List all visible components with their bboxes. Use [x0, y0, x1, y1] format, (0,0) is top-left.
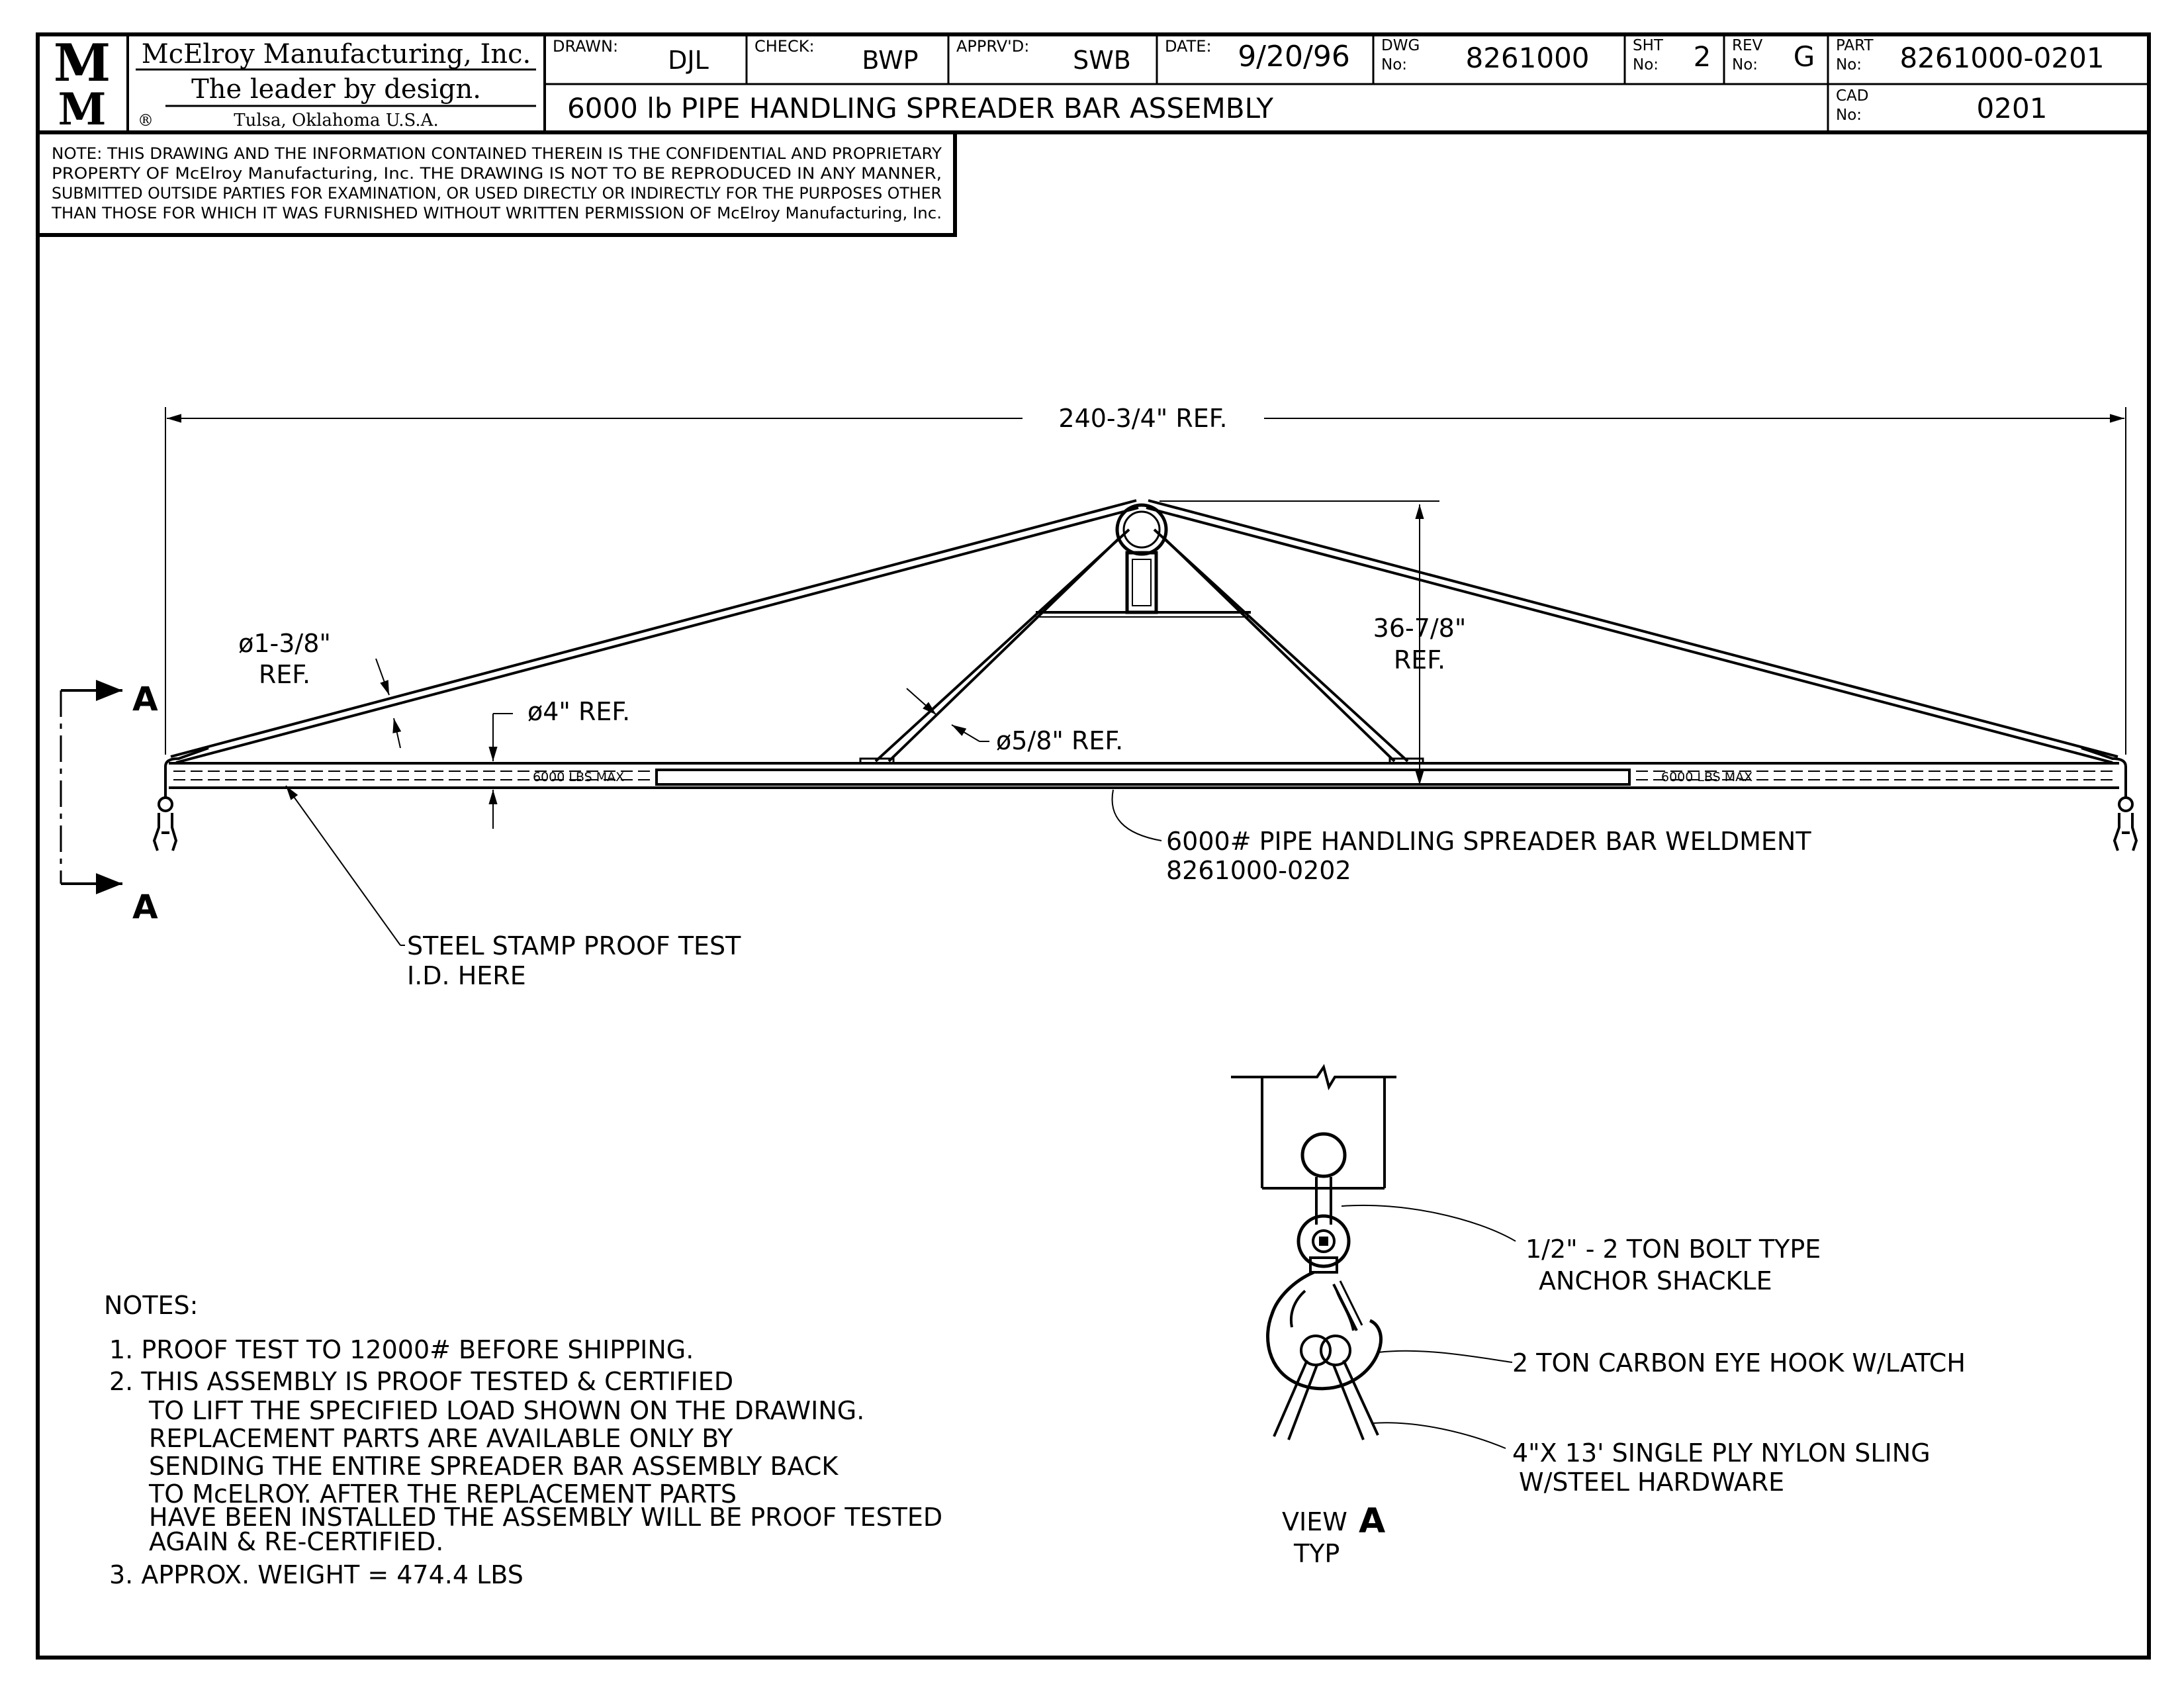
section-mark-top: A [132, 680, 158, 718]
note-line: HAVE BEEN INSTALLED THE ASSEMBLY WILL BE… [149, 1503, 942, 1532]
spreader-bar-elevation: 240-3/4" REF. [60, 404, 2138, 990]
dwg-label: No: [1381, 56, 1407, 73]
confidential-note-line: SUBMITTED OUTSIDE PARTIES FOR EXAMINATIO… [52, 184, 942, 203]
section-cut-a: A A [60, 680, 158, 926]
cad-label: No: [1836, 107, 1862, 124]
note-line: TO LIFT THE SPECIFIED LOAD SHOWN ON THE … [148, 1396, 864, 1425]
weldment-callout: 6000# PIPE HANDLING SPREADER BAR WELDMEN… [1166, 827, 1811, 856]
pipe-diameter-dimension: ø4" REF. [527, 697, 630, 726]
height-dimension-ref: REF. [1394, 645, 1445, 675]
check-label: CHECK: [754, 37, 815, 56]
sheet-label: SHT [1633, 37, 1664, 54]
main-pipe [164, 747, 2127, 789]
drawn-label: DRAWN: [553, 37, 618, 56]
sling-callout-hardware: W/STEEL HARDWARE [1519, 1468, 1784, 1497]
part-number: 8261000-0201 [1899, 42, 2104, 74]
part-label: No: [1836, 56, 1862, 73]
dwg-number: 8261000 [1465, 42, 1589, 74]
confidential-note-line: PROPERTY OF McElroy Manufacturing, Inc. … [52, 164, 942, 183]
company-location: Tulsa, Oklahoma U.S.A. [234, 111, 438, 130]
apprvd-value: SWB [1073, 46, 1131, 75]
notes-heading: NOTES: [104, 1291, 198, 1320]
view-label-typ: TYP [1293, 1539, 1340, 1568]
part-label: PART [1836, 37, 1874, 54]
load-limit-label-right: 6000 LBS MAX [1661, 770, 1752, 784]
company-name: McElroy Manufacturing, Inc. [142, 39, 531, 70]
view-label: VIEW [1282, 1507, 1347, 1536]
note-line: TO McELROY. AFTER THE REPLACEMENT PARTS [148, 1479, 737, 1509]
shackle-callout-type: ANCHOR SHACKLE [1539, 1266, 1772, 1295]
check-value: BWP [862, 46, 918, 75]
anchor-shackle [1297, 1177, 1351, 1274]
overall-length-dimension: 240-3/4" REF. [1058, 404, 1227, 433]
right-end-hook [2113, 788, 2138, 851]
logo-letter: M [58, 83, 106, 135]
left-end-hook [152, 788, 178, 851]
general-notes: NOTES: 1. PROOF TEST TO 12000# BEFORE SH… [104, 1291, 942, 1589]
confidential-note: NOTE: THIS DRAWING AND THE INFORMATION C… [38, 132, 957, 237]
brace-diameter-dimension: ø5/8" REF. [996, 726, 1123, 755]
rev-number: G [1794, 40, 1815, 73]
note-line: SENDING THE ENTIRE SPREADER BAR ASSEMBLY… [149, 1452, 839, 1481]
view-label-letter: A [1359, 1501, 1385, 1541]
company-slogan: The leader by design. [191, 74, 481, 105]
load-limit-label-left: 6000 LBS MAX [533, 770, 624, 784]
logo-letter: M [54, 33, 111, 93]
stamp-callout-location: I.D. HERE [407, 961, 526, 990]
note-line: AGAIN & RE-CERTIFIED. [149, 1527, 443, 1556]
drawn-value: DJL [668, 46, 709, 75]
weldment-part-number: 8261000-0202 [1166, 856, 1351, 885]
dwg-label: DWG [1381, 37, 1420, 54]
section-mark-bottom: A [132, 888, 158, 926]
note-line: 1. PROOF TEST TO 12000# BEFORE SHIPPING. [109, 1335, 694, 1364]
tension-rods [170, 499, 2118, 764]
stamp-callout: STEEL STAMP PROOF TEST [407, 931, 741, 961]
company-logo: M M [45, 33, 119, 135]
eye-hook [1266, 1270, 1383, 1391]
rod-diameter-dimension: ø1-3/8" [238, 629, 331, 658]
sheet-number: 2 [1694, 40, 1711, 73]
hook-callout: 2 TON CARBON EYE HOOK W/LATCH [1512, 1348, 1966, 1378]
title-block: M M McElroy Manufacturing, Inc. The lead… [38, 33, 2149, 135]
registered-mark: ® [138, 111, 154, 130]
rod-diameter-ref: REF. [259, 660, 310, 689]
rev-label: No: [1732, 56, 1758, 73]
date-value: 9/20/96 [1238, 40, 1350, 73]
note-line: 3. APPROX. WEIGHT = 474.4 LBS [109, 1560, 523, 1589]
height-dimension: 36-7/8" [1373, 614, 1467, 643]
note-line: REPLACEMENT PARTS ARE AVAILABLE ONLY BY [149, 1424, 733, 1453]
shackle-callout: 1/2" - 2 TON BOLT TYPE [1525, 1235, 1821, 1264]
rev-label: REV [1732, 37, 1763, 54]
view-a-detail: 1/2" - 2 TON BOLT TYPE ANCHOR SHACKLE 2 … [1231, 1064, 1966, 1568]
cad-label: CAD [1836, 87, 1869, 105]
sheet-label: No: [1633, 56, 1659, 73]
note-line: 2. THIS ASSEMBLY IS PROOF TESTED & CERTI… [109, 1367, 733, 1396]
date-label: DATE: [1165, 37, 1212, 56]
cad-number: 0201 [1977, 92, 2048, 124]
center-lift-assembly [859, 503, 1424, 765]
confidential-note-line: THAN THOSE FOR WHICH IT WAS FURNISHED WI… [51, 204, 942, 222]
sling-callout: 4"X 13' SINGLE PLY NYLON SLING [1512, 1438, 1931, 1468]
drawing-title: 6000 lb PIPE HANDLING SPREADER BAR ASSEM… [567, 92, 1273, 124]
confidential-note-line: NOTE: THIS DRAWING AND THE INFORMATION C… [52, 144, 942, 163]
apprvd-label: APPRV'D: [956, 37, 1029, 56]
sheet-border [36, 32, 2151, 1660]
